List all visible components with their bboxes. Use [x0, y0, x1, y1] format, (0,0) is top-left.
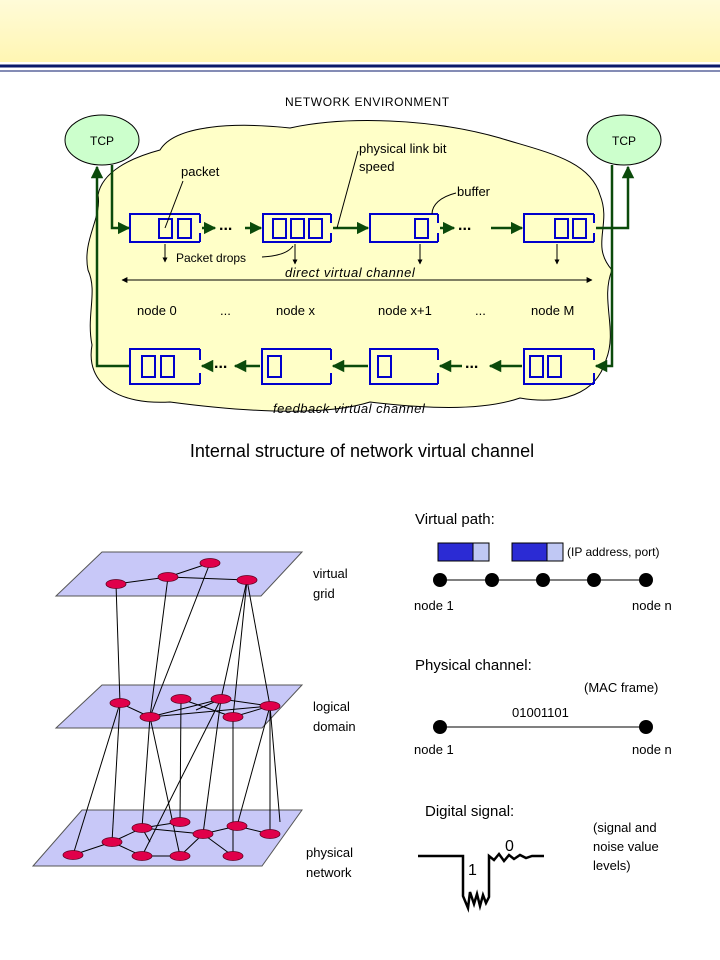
virtual-grid-plane: [54, 551, 304, 597]
buffer-label: buffer: [457, 184, 491, 199]
virtual-grid-label-2: grid: [313, 586, 335, 601]
virtual-grid-nodes: [105, 558, 258, 589]
buffer-node-m-forward: [523, 213, 595, 243]
logical-domain-label-1: logical: [313, 699, 350, 714]
virtual-path-node-1: node 1: [414, 598, 454, 613]
environment-label: NETWORK ENVIRONMENT: [285, 95, 450, 109]
packet-label: packet: [181, 164, 220, 179]
bit-sequence-label: 01001101: [512, 705, 569, 720]
layered-network-diagram: virtual grid logical domain physical net…: [31, 551, 356, 880]
ellipsis-feedback-1: ...: [214, 355, 227, 372]
buffer-node-x-forward: [262, 213, 332, 243]
logical-domain-label-2: domain: [313, 719, 356, 734]
physical-channel-node-1: node 1: [414, 742, 454, 757]
buffer-node-0-feedback: [129, 348, 201, 385]
node-m-label: node M: [531, 303, 574, 318]
inter-plane-mapping-lines: [72, 562, 281, 857]
buffer-node-x-feedback: [261, 348, 332, 385]
ellipsis-node-2: ...: [475, 303, 486, 318]
ellipsis-feedback-2: ...: [465, 355, 478, 372]
channel-levels-diagram: Virtual path: (IP address, port) node 1 …: [414, 511, 672, 913]
packet-drops-label: Packet drops: [176, 251, 246, 265]
link-speed-label-line1: physical link bit: [359, 141, 447, 156]
direct-channel-label: direct virtual channel: [285, 265, 416, 280]
node-0-label: node 0: [137, 303, 177, 318]
packet-callout-line: [164, 180, 184, 229]
noise-label-line2: noise value: [593, 839, 659, 854]
slide-header: [0, 0, 720, 72]
physical-channel-nodes: [433, 720, 653, 734]
virtual-path-nodes: [433, 573, 653, 587]
virtual-grid-label-1: virtual: [313, 566, 348, 581]
diagram-caption: Internal structure of network virtual ch…: [190, 441, 534, 461]
signal-one-label: 1: [468, 862, 477, 879]
link-speed-label-line2: speed: [359, 159, 394, 174]
network-environment-cloud: [86, 120, 613, 412]
digital-signal-heading: Digital signal:: [425, 803, 514, 820]
packet-drop-arrows: [162, 244, 560, 265]
forward-green-arrows: [110, 165, 635, 235]
node-x-label: node x: [276, 303, 316, 318]
feedback-green-arrows: [90, 165, 614, 373]
noise-label-line3: levels): [593, 858, 631, 873]
ip-packet-2: [511, 542, 564, 562]
ellipsis-forward-1: ...: [219, 217, 232, 234]
tcp-left-ellipse: [64, 114, 140, 166]
buffer-callout-line: [431, 192, 457, 215]
buffer-node-x1-feedback: [369, 348, 439, 385]
link-speed-callout-line: [336, 150, 359, 229]
logical-domain-nodes: [109, 694, 281, 722]
physical-network-label-2: network: [306, 865, 352, 880]
ip-packet-1: [437, 542, 490, 562]
ellipsis-forward-2: ...: [458, 217, 471, 234]
noise-label-line1: (signal and: [593, 820, 657, 835]
buffer-node-m-feedback: [523, 348, 595, 385]
ellipsis-node-1: ...: [220, 303, 231, 318]
tcp-right-ellipse: [586, 114, 662, 166]
physical-channel-node-n: node n: [632, 742, 672, 757]
digital-signal-waveform: [418, 851, 544, 913]
tcp-right-label: TCP: [612, 134, 636, 148]
buffer-node-x1-forward: [369, 213, 439, 243]
signal-zero-label: 0: [505, 838, 514, 855]
tcp-left-label: TCP: [90, 134, 114, 148]
network-virtual-channel-diagram: NETWORK ENVIRONMENT TCP TCP: [64, 95, 662, 461]
physical-channel-heading: Physical channel:: [415, 657, 532, 674]
node-x1-label: node x+1: [378, 303, 432, 318]
physical-network-label-1: physical: [306, 845, 353, 860]
mac-frame-label: (MAC frame): [584, 680, 658, 695]
feedback-channel-label: feedback virtual channel: [273, 401, 426, 416]
virtual-path-node-n: node n: [632, 598, 672, 613]
virtual-path-heading: Virtual path:: [415, 511, 495, 528]
ip-port-label: (IP address, port): [567, 545, 659, 559]
physical-network-nodes: [62, 817, 281, 861]
